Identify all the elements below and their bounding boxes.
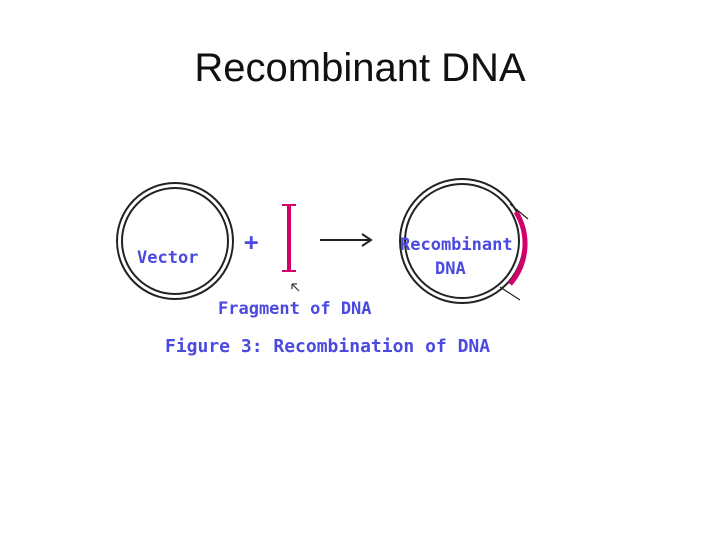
slide-title: Recombinant DNA: [194, 46, 526, 90]
recombinant-label-line1: Recombinant: [400, 235, 513, 255]
recombinant-plasmid: [399, 178, 529, 304]
vector-label: Vector: [137, 248, 198, 268]
recombinant-inner-ring: [404, 183, 520, 299]
junction-mark-bottom: [499, 286, 521, 301]
plus-symbol: +: [244, 228, 258, 256]
dna-fragment: [282, 204, 296, 272]
vector-outer-ring: [116, 182, 234, 300]
vector-plasmid: [116, 182, 234, 300]
junction-mark-top: [509, 203, 529, 220]
recombinant-label-line2: DNA: [435, 259, 466, 279]
reaction-arrow-icon: [320, 233, 373, 247]
inserted-fragment-arc: [508, 210, 528, 286]
figure-caption: Figure 3: Recombination of DNA: [165, 336, 490, 357]
vector-inner-ring: [121, 187, 229, 295]
fragment-label: Fragment of DNA: [218, 299, 372, 319]
pointer-arrow-icon: [291, 283, 300, 292]
